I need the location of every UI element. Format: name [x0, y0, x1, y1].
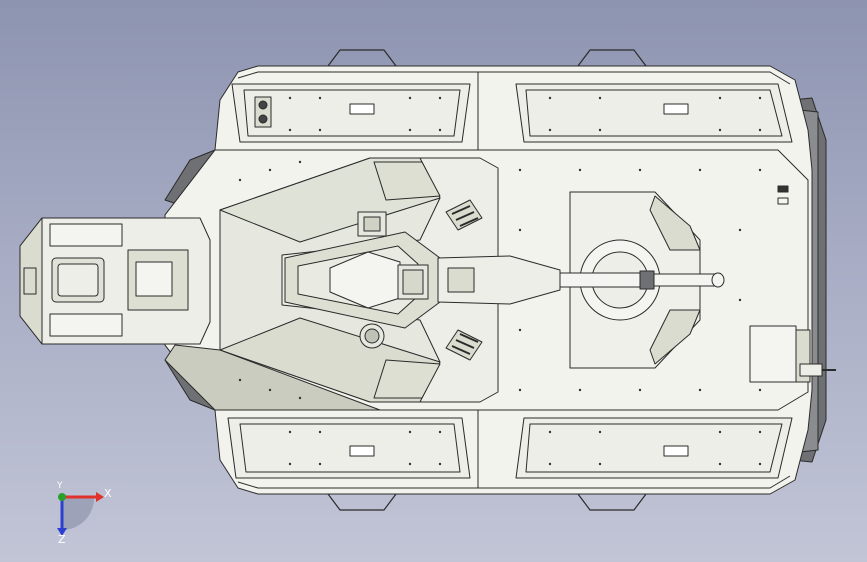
hatch-box-inner [363, 216, 381, 232]
vent-block-bottom [373, 359, 441, 399]
driver-seat-inner [135, 261, 173, 297]
top-handle-right [577, 49, 647, 67]
rear-box[interactable] [749, 325, 797, 383]
gun-muzzle-band [639, 270, 655, 290]
z-axis-label: Z [58, 533, 66, 546]
panel-handle [663, 445, 689, 457]
bottom-handle-left [327, 493, 397, 511]
vent-block-top [373, 161, 441, 201]
smoke-launcher-top [445, 199, 483, 231]
panel-handle [349, 445, 375, 457]
front-lower-plate [49, 313, 123, 337]
panel-handle [349, 103, 375, 115]
smoke-launcher-bottom [445, 329, 483, 361]
rear-fitting [777, 185, 789, 193]
rear-antenna-base [799, 363, 823, 377]
turret-armor-top [649, 195, 701, 251]
gun-muzzle [653, 273, 717, 287]
center-hatch-inner [402, 269, 424, 295]
light-lens [258, 100, 268, 110]
x-axis-label: X [104, 487, 112, 500]
gun-barrel[interactable] [559, 272, 641, 288]
y-axis-label: Y [57, 481, 63, 491]
bottom-armor-panel-right-inner [525, 423, 783, 473]
bottom-handle-right [577, 493, 647, 511]
rear-fitting [777, 197, 789, 205]
periscope-inner [364, 328, 380, 344]
turret-armor-bottom [649, 309, 701, 365]
top-handle-left [327, 49, 397, 67]
top-armor-panel-right-inner [525, 89, 783, 137]
light-lens [258, 114, 268, 124]
front-window-inner [57, 263, 99, 297]
front-upper-plate [49, 223, 123, 247]
gun-breech [447, 267, 475, 293]
top-armor-panel-right [515, 83, 793, 143]
lower-glacis [164, 344, 381, 411]
top-rail [237, 71, 791, 85]
muzzle-tip [711, 272, 725, 288]
bottom-armor-panel-right [515, 417, 793, 479]
panel-handle [663, 103, 689, 115]
front-bar [23, 267, 37, 295]
axis-triad [57, 492, 104, 536]
y-axis-dot [58, 493, 66, 501]
bottom-armor-panel-left [227, 417, 471, 479]
bottom-rail [237, 475, 791, 489]
rivets [238, 96, 762, 466]
bottom-armor-panel-left-inner [239, 423, 461, 473]
top-armor-panel-left-inner [243, 89, 461, 137]
